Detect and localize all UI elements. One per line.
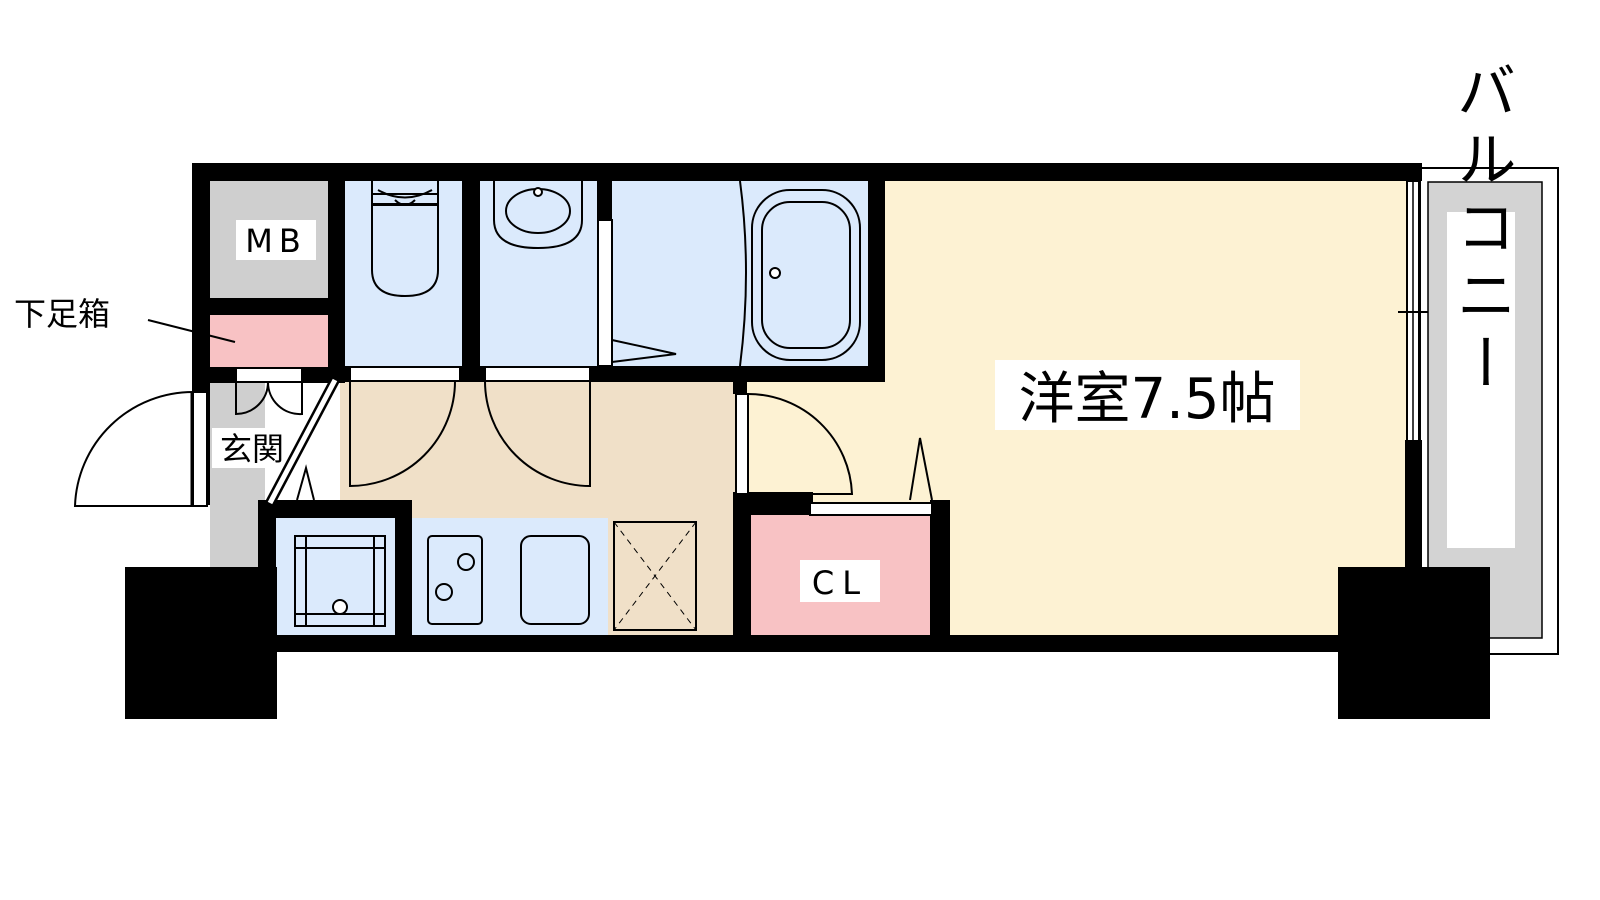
sink: [520, 535, 590, 625]
shoe-box-leader: [147, 319, 236, 343]
balcony-label: バルコニー: [1446, 60, 1516, 400]
entrance-door: [73, 391, 208, 507]
western-room-floor-lower: [745, 382, 945, 502]
entrance-label: 玄関: [220, 430, 284, 468]
entrance-floor: [210, 382, 265, 567]
balcony-window: [1398, 180, 1428, 442]
balcony-label-bg: [1447, 212, 1515, 548]
shoe-cabinet-doors: [235, 367, 303, 416]
western-room-label: 洋室7.5帖: [1018, 367, 1275, 432]
toilet-fixture: [371, 179, 439, 298]
entrance-label-bg: [212, 428, 292, 468]
washbasin: [493, 181, 583, 250]
washroom-door: [484, 366, 591, 488]
bath-sliding-door: [597, 219, 677, 367]
washing-machine-space: [613, 521, 697, 631]
kitchen-counter: [410, 518, 608, 636]
stove: [427, 535, 483, 625]
hall-door: [265, 377, 340, 506]
fridge: [294, 535, 386, 627]
closet-doors: [809, 437, 933, 516]
closet-label: CL: [812, 564, 868, 602]
closet-label-bg: [800, 560, 880, 602]
bathtub: [739, 180, 861, 367]
toilet-door: [349, 366, 461, 488]
western-room-label-bg: [995, 360, 1300, 430]
mb-label: MB: [245, 222, 307, 260]
mb-label-bg: [236, 220, 316, 260]
fridge-space: [275, 515, 395, 637]
bedroom-door: [735, 393, 854, 495]
shoe-box-label: 下足箱: [14, 295, 110, 333]
